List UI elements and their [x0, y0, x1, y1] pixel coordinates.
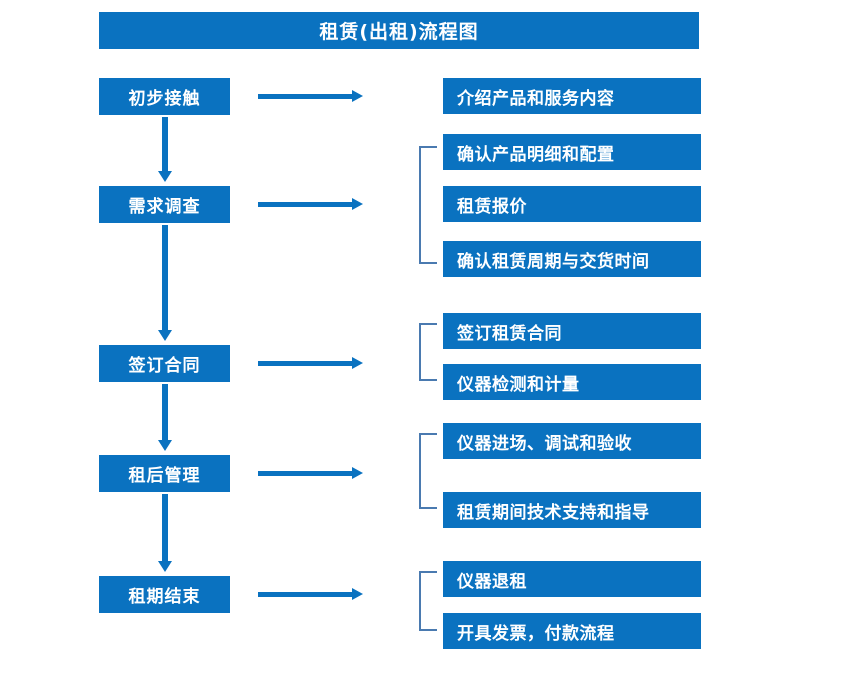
arrow-to-group-3 — [258, 355, 363, 371]
arrow-stage-2-to-3 — [156, 225, 174, 341]
bracket-group-2 — [419, 146, 437, 264]
arrow-head-icon — [352, 198, 363, 210]
detail-box[interactable]: 确认产品明细和配置 — [443, 134, 701, 170]
bracket-group-5 — [419, 571, 437, 631]
arrow-head-icon — [158, 440, 172, 451]
arrow-stage-1-to-2 — [156, 117, 174, 182]
arrow-stage-3-to-4 — [156, 384, 174, 451]
arrow-shaft — [162, 225, 168, 331]
arrow-shaft — [258, 94, 353, 99]
detail-box[interactable]: 仪器退租 — [443, 561, 701, 597]
detail-box[interactable]: 确认租赁周期与交货时间 — [443, 241, 701, 277]
arrow-to-group-1 — [258, 88, 363, 104]
arrow-head-icon — [352, 467, 363, 479]
arrow-shaft — [162, 117, 168, 172]
detail-box[interactable]: 开具发票，付款流程 — [443, 613, 701, 649]
arrow-head-icon — [158, 561, 172, 572]
stage-box[interactable]: 租期结束 — [99, 576, 230, 613]
detail-box[interactable]: 签订租赁合同 — [443, 313, 701, 349]
bracket-group-4 — [419, 433, 437, 509]
stage-box[interactable]: 租后管理 — [99, 455, 230, 492]
stage-box[interactable]: 初步接触 — [99, 78, 230, 115]
arrow-to-group-2 — [258, 196, 363, 212]
detail-box[interactable]: 租赁期间技术支持和指导 — [443, 492, 701, 528]
arrow-head-icon — [158, 171, 172, 182]
page-title: 租赁(出租)流程图 — [99, 12, 699, 49]
arrow-head-icon — [158, 330, 172, 341]
arrow-stage-4-to-5 — [156, 494, 174, 572]
bracket-group-3 — [419, 323, 437, 381]
stage-box[interactable]: 需求调查 — [99, 186, 230, 223]
arrow-to-group-4 — [258, 465, 363, 481]
detail-box[interactable]: 租赁报价 — [443, 186, 701, 222]
arrow-to-group-5 — [258, 586, 363, 602]
arrow-shaft — [162, 494, 168, 562]
stage-box[interactable]: 签订合同 — [99, 345, 230, 382]
arrow-head-icon — [352, 588, 363, 600]
arrow-head-icon — [352, 357, 363, 369]
arrow-shaft — [258, 361, 353, 366]
arrow-shaft — [258, 471, 353, 476]
arrow-head-icon — [352, 90, 363, 102]
detail-box[interactable]: 仪器进场、调试和验收 — [443, 423, 701, 459]
arrow-shaft — [162, 384, 168, 441]
arrow-shaft — [258, 202, 353, 207]
arrow-shaft — [258, 592, 353, 597]
detail-box[interactable]: 介绍产品和服务内容 — [443, 78, 701, 114]
detail-box[interactable]: 仪器检测和计量 — [443, 364, 701, 400]
